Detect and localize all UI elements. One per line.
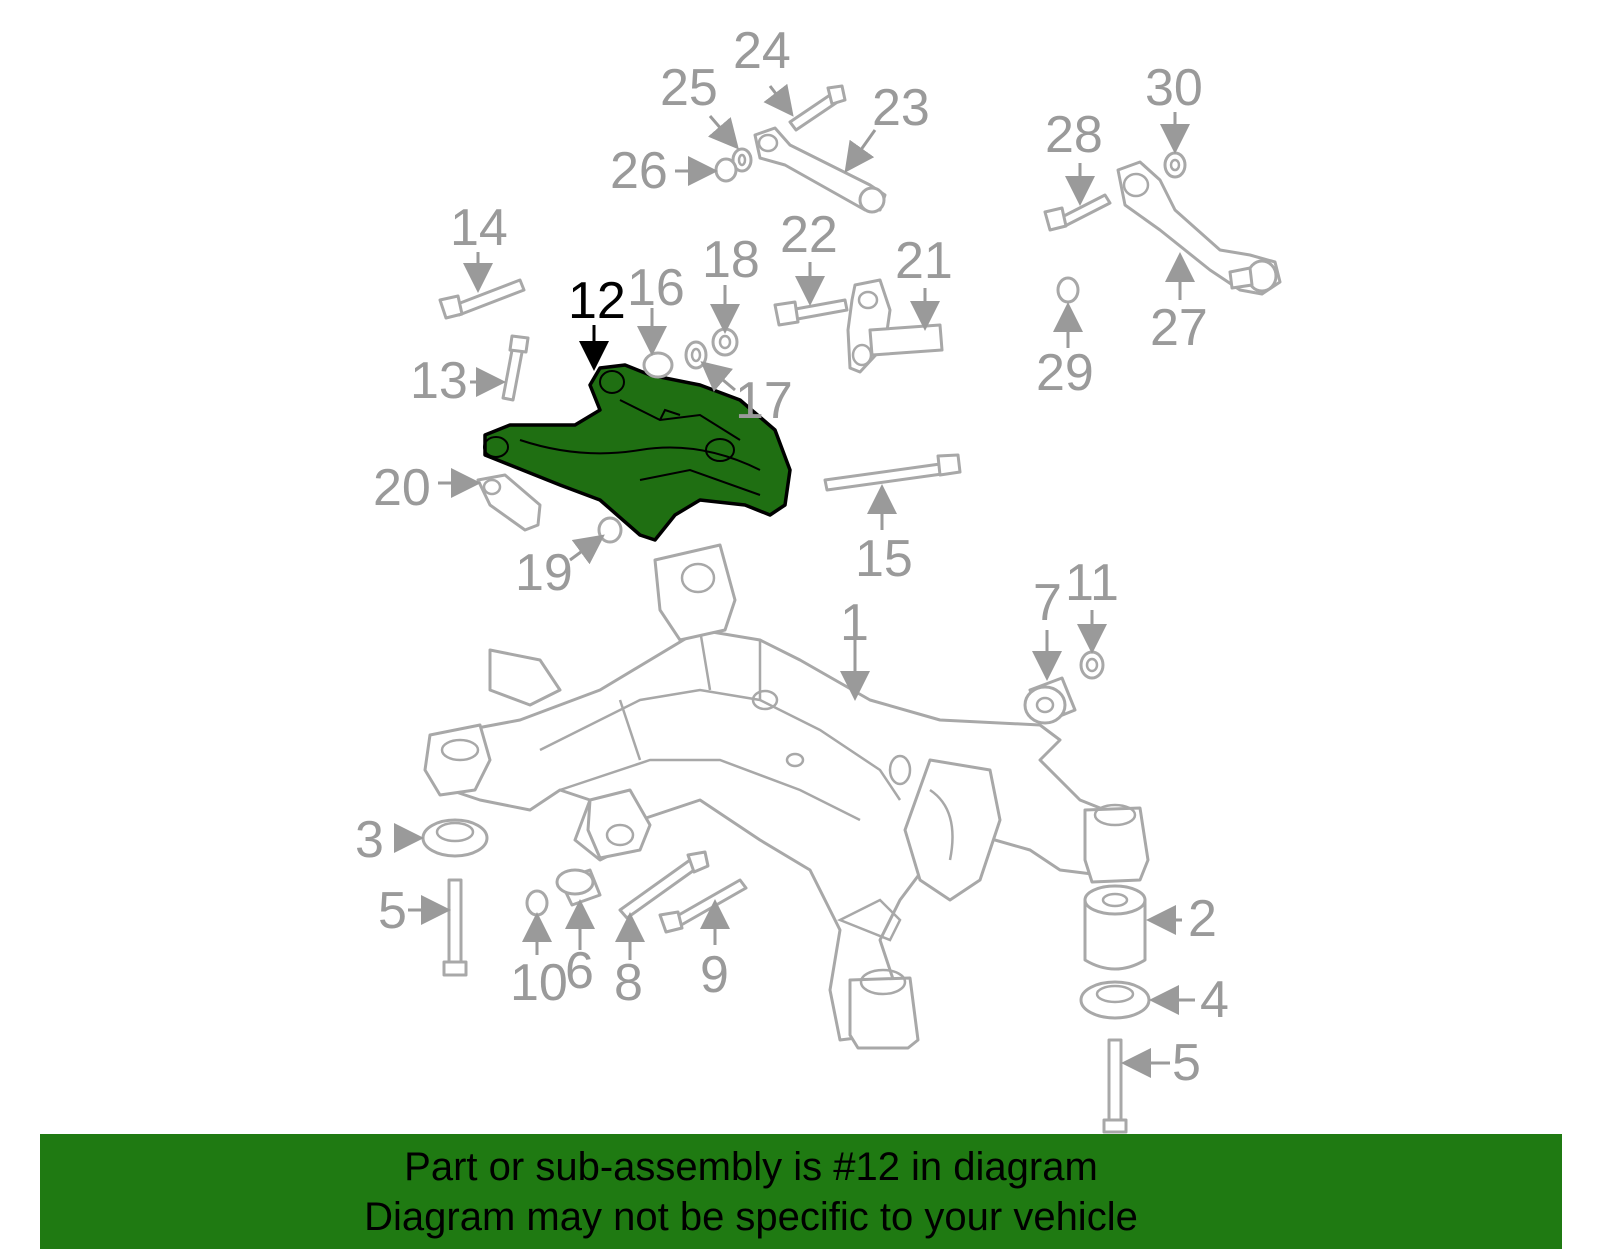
bolt-part-14	[438, 278, 526, 320]
callout-22: 22	[780, 206, 838, 264]
nut-part-29	[1056, 276, 1080, 304]
callout-25: 25	[660, 59, 718, 117]
callout-2: 2	[1188, 890, 1217, 948]
banner-line-1: Part or sub-assembly is #12 in diagram	[404, 1145, 1098, 1189]
callout-6: 6	[565, 942, 594, 1000]
bolt-part-28	[1043, 193, 1112, 232]
bushing-part-6	[555, 868, 602, 907]
nut-part-26	[714, 157, 738, 183]
callout-14: 14	[450, 199, 508, 257]
subframe-part-1	[423, 543, 1150, 1050]
nut-part-30	[1163, 151, 1187, 179]
callout-30: 30	[1145, 59, 1203, 117]
nut-part-11	[1079, 650, 1105, 680]
washer-part-3	[421, 818, 489, 858]
nut-part-19	[597, 516, 623, 544]
callout-1: 1	[840, 594, 869, 652]
callout-10: 10	[510, 954, 568, 1012]
nut-part-10	[525, 889, 549, 917]
bolt-part-5-left	[442, 878, 468, 977]
callout-9: 9	[700, 946, 729, 1004]
callout-labels: 1 2 3 4 5 5 6 7 8 9 10 11 12 13 14 15 16…	[355, 22, 1229, 1092]
bolt-part-9	[658, 878, 748, 934]
callout-4: 4	[1200, 971, 1229, 1029]
bracket-part-20	[476, 473, 542, 532]
bushing-part-7	[1023, 676, 1077, 725]
callout-13: 13	[410, 352, 468, 410]
washer-part-25	[731, 147, 753, 173]
leader-lines	[394, 83, 1195, 1078]
callout-28: 28	[1045, 106, 1103, 164]
banner-line-2: Diagram may not be specific to your vehi…	[364, 1195, 1138, 1239]
callout-7: 7	[1033, 574, 1062, 632]
callout-16: 16	[627, 259, 685, 317]
bolt-part-24	[788, 84, 847, 132]
callout-24: 24	[733, 22, 791, 80]
bushing-part-2	[1083, 884, 1147, 971]
callout-20: 20	[373, 459, 431, 517]
part-notice-banner: Part or sub-assembly is #12 in diagram D…	[40, 1134, 1562, 1249]
callout-11: 11	[1065, 554, 1119, 612]
washer-part-17	[684, 340, 708, 370]
callout-17: 17	[735, 372, 793, 430]
bolt-part-22	[773, 298, 849, 327]
nut-part-18	[711, 327, 739, 357]
callout-21: 21	[895, 232, 953, 290]
callout-27: 27	[1150, 299, 1208, 357]
callout-19: 19	[515, 544, 573, 602]
control-arm-part-12-highlighted	[483, 363, 792, 542]
bolt-part-15	[823, 453, 962, 492]
callout-23: 23	[872, 79, 930, 137]
callout-29: 29	[1036, 344, 1094, 402]
arm-part-23	[753, 126, 887, 214]
callout-15: 15	[855, 530, 913, 588]
callout-8: 8	[614, 954, 643, 1012]
arm-part-27	[1116, 160, 1282, 296]
callout-5b: 5	[1172, 1034, 1201, 1092]
bolt-part-5-right	[1102, 1038, 1128, 1134]
bolt-part-13	[501, 334, 530, 402]
callout-18: 18	[702, 231, 760, 289]
washer-part-4	[1079, 980, 1151, 1020]
link-part-21	[846, 278, 944, 374]
callout-3: 3	[355, 811, 384, 869]
callout-5a: 5	[378, 882, 407, 940]
callout-12: 12	[568, 272, 626, 330]
callout-26: 26	[610, 142, 668, 200]
nut-part-16	[642, 351, 674, 379]
